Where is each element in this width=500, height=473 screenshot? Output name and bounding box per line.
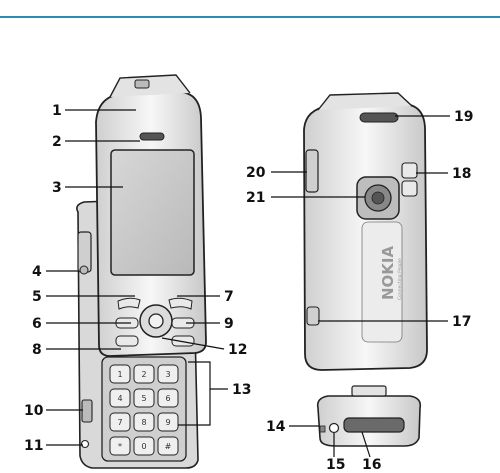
callout-10: 10 bbox=[24, 403, 44, 419]
keypad-key-label: 4 bbox=[117, 394, 122, 403]
flash bbox=[402, 163, 417, 178]
keypad-key-label: 6 bbox=[165, 394, 170, 403]
keypad-key-label: 2 bbox=[141, 370, 146, 379]
end-key bbox=[172, 336, 194, 346]
keypad-key-label: 3 bbox=[165, 370, 170, 379]
camera-lens-inner bbox=[372, 192, 384, 204]
callout-2: 2 bbox=[52, 134, 62, 150]
keypad-key-label: # bbox=[165, 442, 172, 451]
back-view: NOKIA Connecting People bbox=[304, 93, 427, 370]
callout-14: 14 bbox=[266, 419, 286, 435]
keypad-key-label: * bbox=[118, 442, 122, 451]
callout-13: 13 bbox=[232, 382, 251, 398]
charger-connector bbox=[82, 400, 92, 422]
callout-20: 20 bbox=[246, 165, 266, 181]
callout-4: 4 bbox=[32, 264, 42, 280]
callout-15: 15 bbox=[326, 457, 345, 473]
callout-8: 8 bbox=[32, 342, 42, 358]
callout-7: 7 bbox=[224, 289, 234, 305]
callout-16: 16 bbox=[362, 457, 381, 473]
bottom-view bbox=[318, 386, 421, 446]
side-camera-key bbox=[80, 266, 88, 274]
callout-3: 3 bbox=[52, 180, 62, 196]
callout-17: 17 bbox=[452, 314, 471, 330]
call-key bbox=[116, 336, 138, 346]
back-logo-brand: NOKIA bbox=[379, 245, 397, 300]
keypad-key-label: 9 bbox=[165, 418, 170, 427]
loudspeaker bbox=[360, 113, 398, 122]
keypad-key-label: 5 bbox=[141, 394, 146, 403]
callout-18: 18 bbox=[452, 166, 471, 182]
microphone bbox=[320, 426, 325, 432]
power-key bbox=[135, 80, 149, 88]
callout-11: 11 bbox=[24, 438, 43, 454]
keypad-key-label: 7 bbox=[117, 418, 122, 427]
callout-19: 19 bbox=[454, 109, 473, 125]
callout-12: 12 bbox=[228, 342, 247, 358]
strap-eyelet bbox=[82, 441, 89, 448]
camera-mirror bbox=[402, 181, 417, 196]
navi-select-key bbox=[149, 314, 163, 328]
back-logo-tagline: Connecting People bbox=[397, 258, 403, 300]
bottom-top-edge bbox=[352, 386, 386, 396]
callout-5: 5 bbox=[32, 289, 42, 305]
camera-key-back bbox=[307, 307, 319, 325]
callout-1: 1 bbox=[52, 103, 62, 119]
main-display bbox=[111, 150, 194, 275]
front-view: 1 2 3 4 5 6 7 8 9 * 0 # bbox=[77, 75, 206, 468]
callout-6: 6 bbox=[32, 316, 42, 332]
keypad-key-label: 0 bbox=[141, 442, 146, 451]
callout-9: 9 bbox=[224, 316, 234, 332]
callout-21: 21 bbox=[246, 190, 265, 206]
charger-jack bbox=[330, 424, 339, 433]
earpiece bbox=[140, 133, 164, 140]
keypad-key-label: 1 bbox=[117, 370, 122, 379]
keypad-key-label: 8 bbox=[141, 418, 146, 427]
volume-keys-back bbox=[306, 150, 318, 192]
popport-connector bbox=[344, 418, 404, 432]
